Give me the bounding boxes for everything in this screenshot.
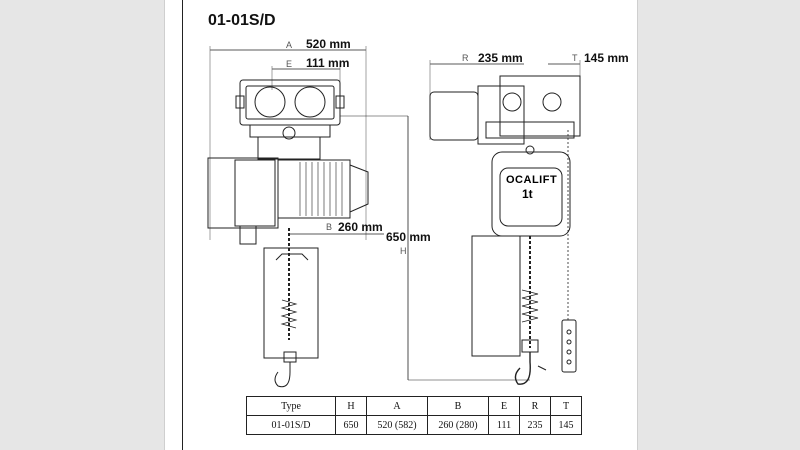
- dim-a-letter: A: [286, 40, 293, 50]
- spec-cell-e: 111: [488, 415, 520, 435]
- spec-header-type: Type: [246, 396, 336, 416]
- spec-cell-type: 01-01S/D: [246, 415, 336, 435]
- dim-b-letter: B: [326, 222, 333, 232]
- spec-cell-t: 145: [550, 415, 582, 435]
- dim-e-letter: E: [286, 59, 293, 69]
- spec-header-e: E: [488, 396, 520, 416]
- dim-h-letter: H: [400, 246, 407, 256]
- dim-t-value: 145 mm: [584, 51, 629, 65]
- spec-cell-a: 520 (582): [366, 415, 428, 435]
- dim-r-letter: R: [462, 53, 469, 63]
- dim-e-value: 111 mm: [306, 56, 350, 70]
- dim-h-value: 650 mm: [386, 230, 431, 244]
- spec-cell-b: 260 (280): [427, 415, 489, 435]
- dim-t-letter: T: [572, 53, 578, 63]
- spec-header-t: T: [550, 396, 582, 416]
- front-view: [207, 46, 530, 388]
- dim-a-value: 520 mm: [306, 37, 351, 51]
- spec-table-header-row: Type H A B E R T: [246, 396, 582, 416]
- spec-cell-r: 235: [519, 415, 551, 435]
- side-view: [429, 60, 581, 385]
- drawing-sheet: [164, 0, 638, 450]
- table-row: 01-01S/D 650 520 (582) 260 (280) 111 235…: [246, 415, 582, 435]
- spec-cell-h: 650: [335, 415, 367, 435]
- hoist-capacity-label: 1t: [522, 187, 533, 201]
- dim-b-value: 260 mm: [338, 220, 383, 234]
- spec-header-h: H: [335, 396, 367, 416]
- spec-table: Type H A B E R T 01-01S/D 650 520 (582) …: [246, 396, 582, 435]
- dim-r-value: 235 mm: [478, 51, 523, 65]
- drawing-frame: [182, 0, 636, 450]
- spec-header-r: R: [519, 396, 551, 416]
- model-title: 01-01S/D: [208, 12, 276, 29]
- hoist-brand-label: OCALIFT: [506, 174, 558, 186]
- spec-header-b: B: [427, 396, 489, 416]
- spec-header-a: A: [366, 396, 428, 416]
